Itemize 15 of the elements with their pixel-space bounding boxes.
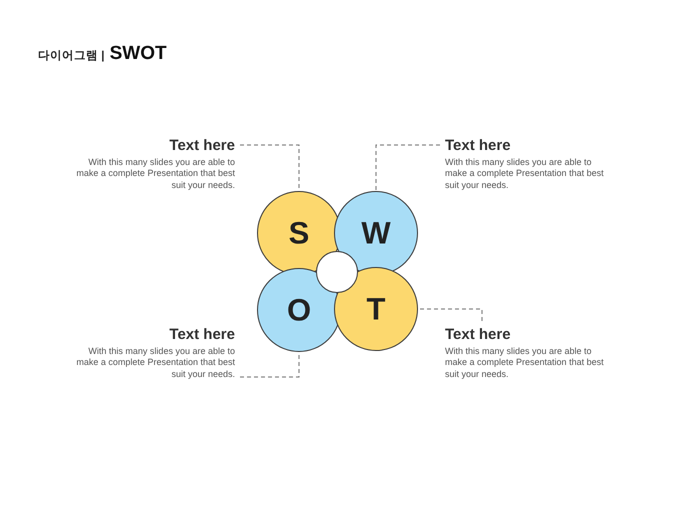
heading: Text here <box>169 326 235 343</box>
description-text: With this many slides you are able to make a complete Presentation that best suit your needs. <box>445 346 605 380</box>
title: 다이어그램 | SWOT <box>38 43 167 66</box>
letter: W <box>361 218 391 248</box>
leader-line <box>418 308 482 322</box>
description-text: With this many slides you are able to make a complete Presentation that best suit your needs. <box>445 157 605 191</box>
heading: Text here <box>445 326 511 343</box>
letter: T <box>366 294 386 324</box>
heading: Text here <box>169 137 235 154</box>
description-text: With this many slides you are able to make a complete Presentation that best suit your needs. <box>75 346 235 380</box>
letter: S <box>288 218 310 248</box>
heading: Text here <box>445 137 511 154</box>
letter: O <box>286 294 312 326</box>
leader-line <box>376 144 440 192</box>
description-text: With this many slides you are able to make a complete Presentation that best suit your needs. <box>75 157 235 191</box>
